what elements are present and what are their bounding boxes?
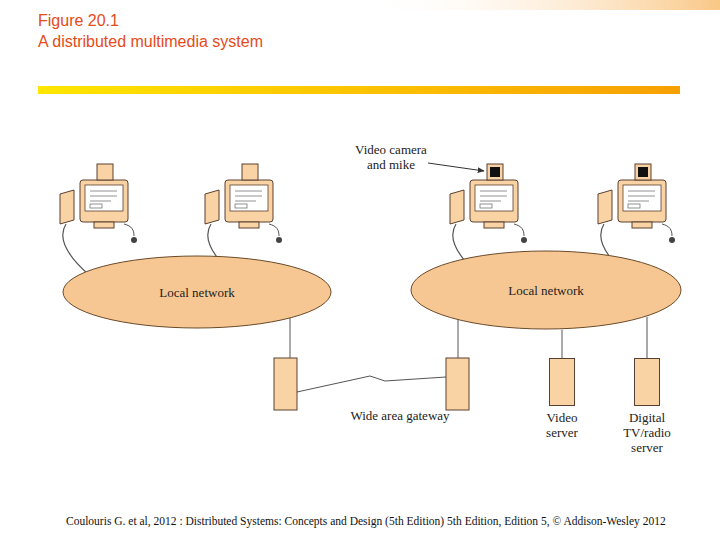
- gateway-box: [446, 358, 469, 410]
- speaker-box: [97, 164, 113, 180]
- server-box: Video server: [522, 358, 602, 465]
- figure-title: Figure 20.1: [38, 11, 119, 31]
- wide-area-link: [297, 376, 446, 392]
- ellipse-shape: [63, 256, 331, 328]
- ellipse-text-holder: Local network: [62, 255, 332, 329]
- server-label: Video server: [537, 410, 587, 440]
- network-link: [562, 330, 563, 358]
- server-outline: [607, 358, 687, 407]
- server-label: Digital TV/radio server: [618, 410, 676, 455]
- server-shape: [550, 359, 575, 406]
- source-caption: Coulouris G. et al, 2012 : Distributed S…: [66, 514, 666, 528]
- gateway-box: [274, 358, 297, 410]
- workstation-icon: [60, 180, 137, 274]
- corner-band: [360, 0, 720, 10]
- workstation: [60, 164, 137, 274]
- server-outline: [522, 358, 602, 407]
- ellipse-text-holder: Local network: [410, 250, 682, 330]
- network-ellipse: Local network: [410, 250, 682, 330]
- video-camera: [638, 167, 648, 177]
- video-camera: [490, 167, 500, 177]
- title-bar: [38, 86, 680, 94]
- network-label: Local network: [159, 285, 234, 300]
- gateway-label: Wide area gateway: [340, 408, 460, 423]
- camera-mount: [487, 164, 503, 180]
- callout-label: Video camera and mike: [345, 142, 437, 172]
- network-ellipse: Local network: [62, 255, 332, 329]
- network-label: Local network: [508, 283, 583, 298]
- speaker-box: [242, 164, 258, 180]
- network-link: [647, 317, 648, 358]
- server-shape: [635, 359, 660, 406]
- figure-subtitle: A distributed multimedia system: [38, 32, 263, 52]
- leader-arrow: [428, 163, 484, 171]
- camera-mount: [635, 164, 651, 180]
- ellipse-shape: [411, 251, 681, 329]
- server-box: Digital TV/radio server: [607, 358, 687, 465]
